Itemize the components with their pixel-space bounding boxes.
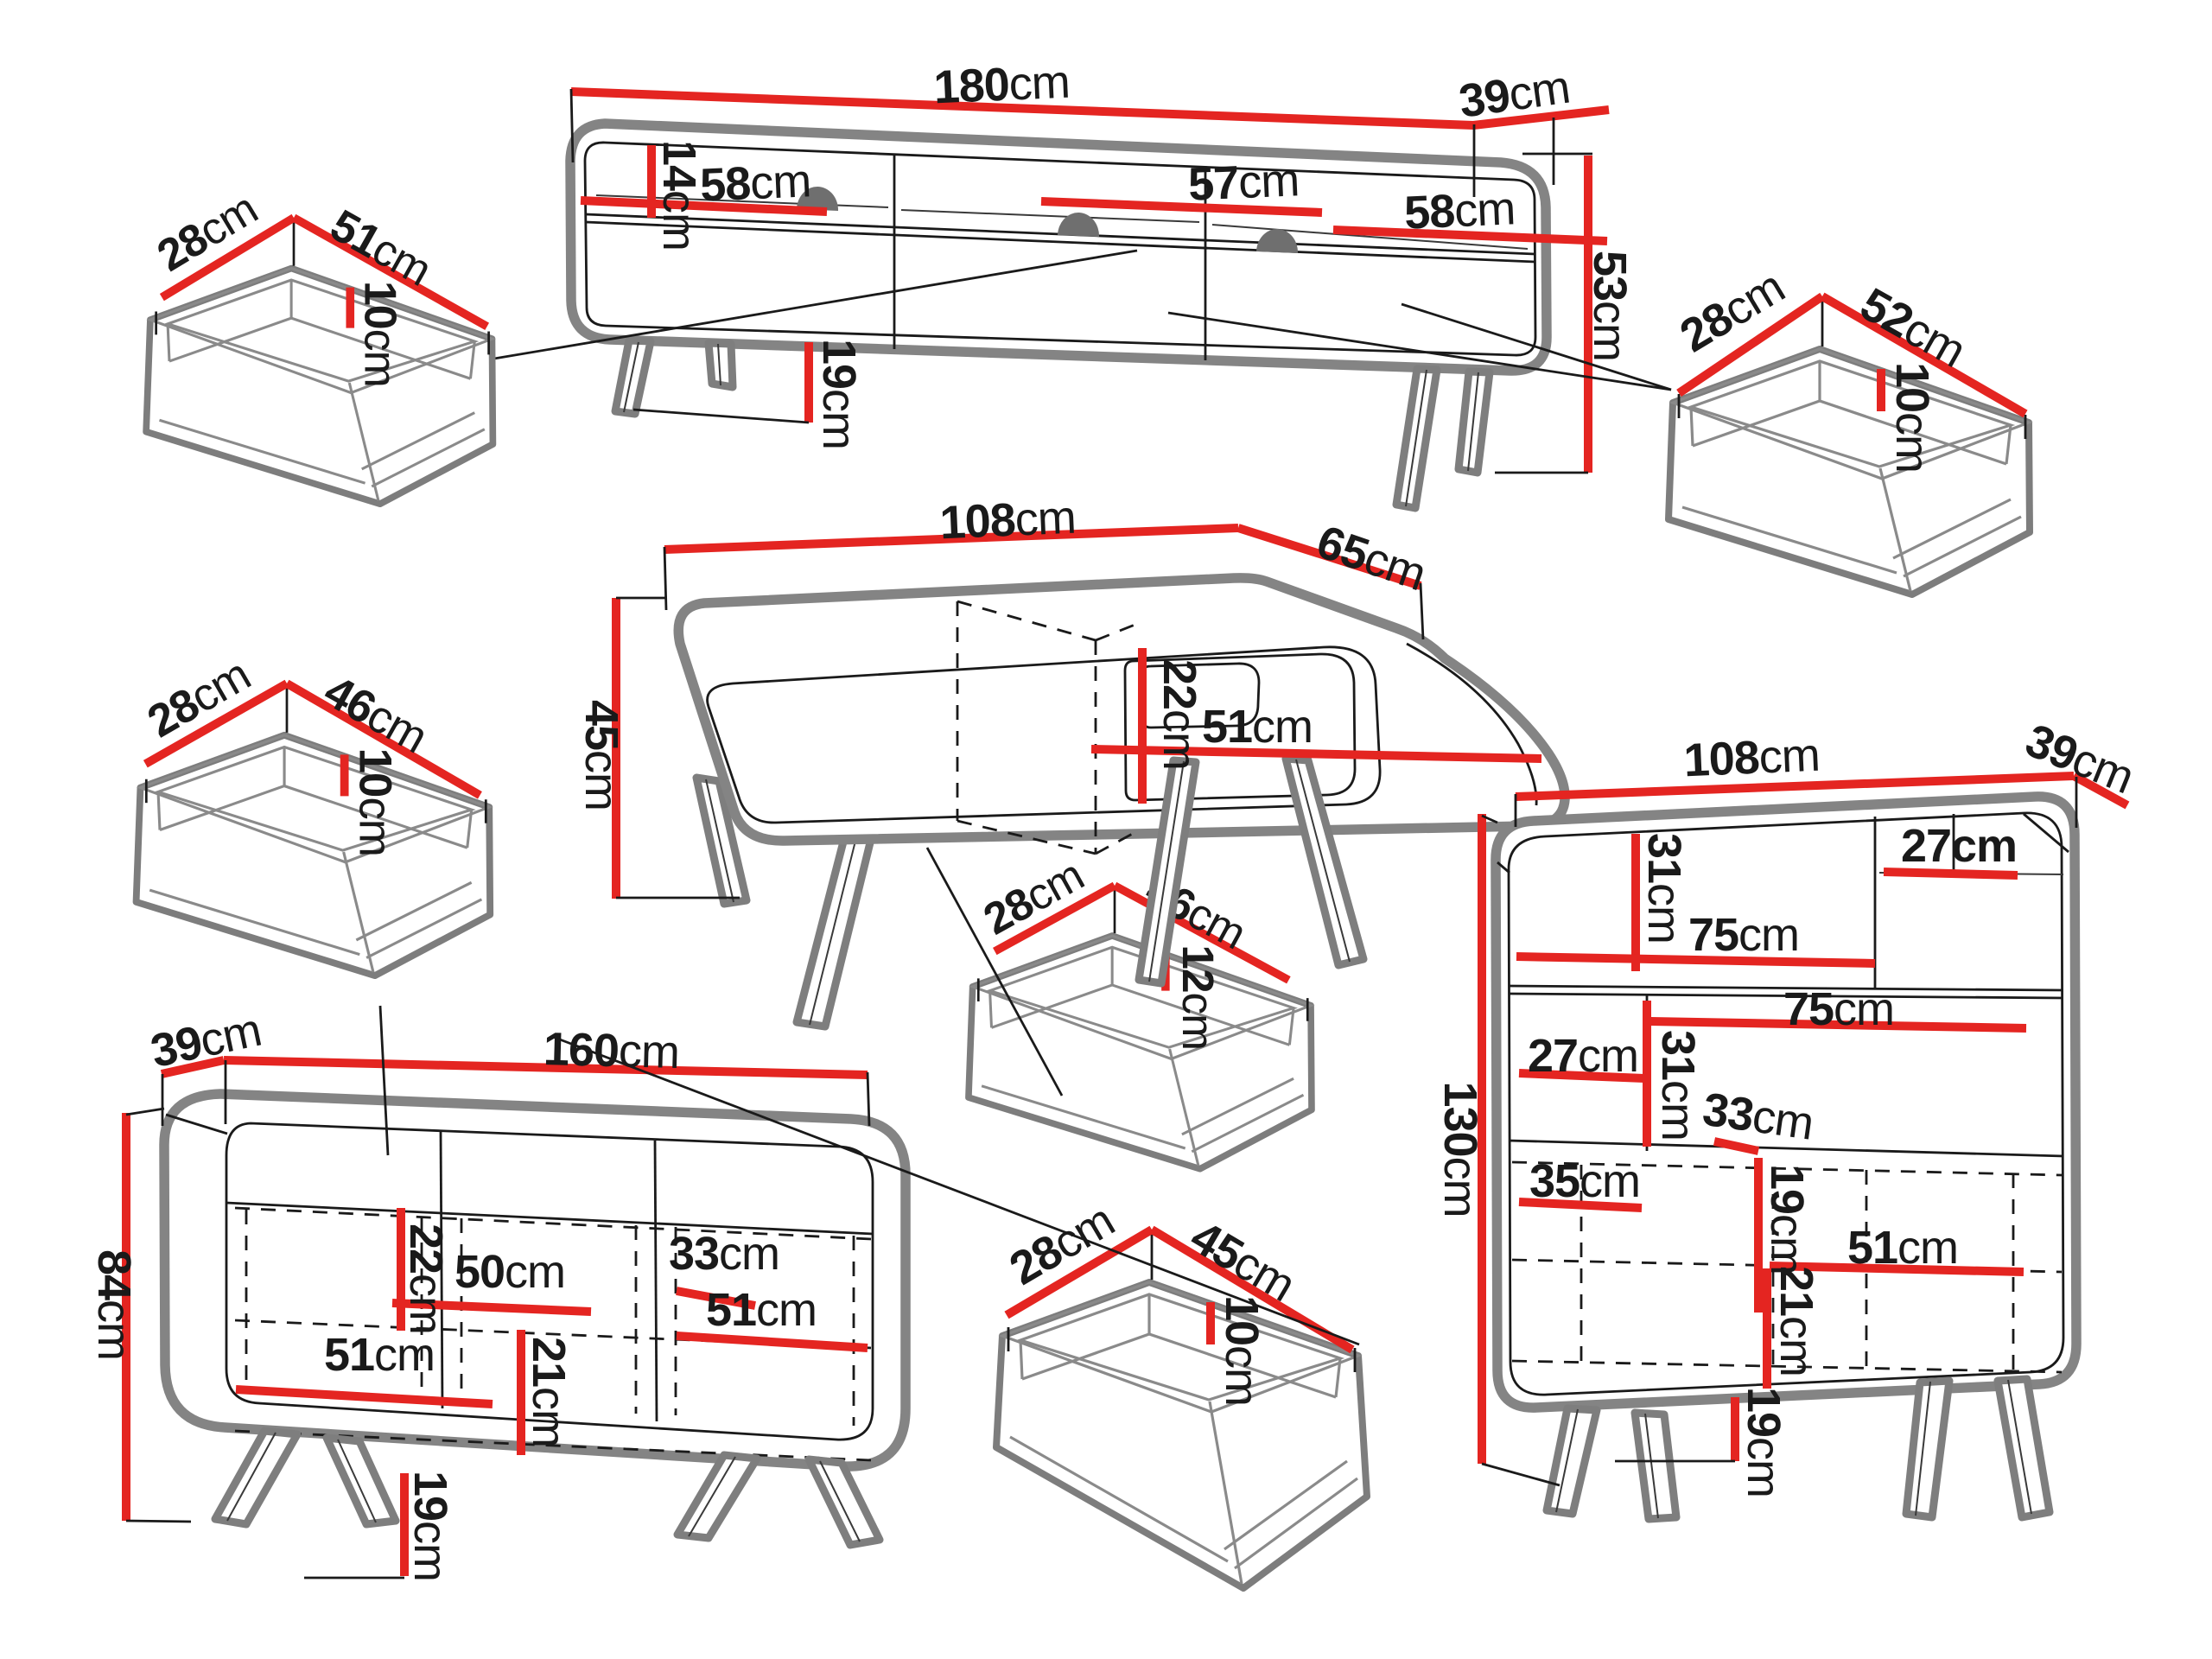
svg-text:35cm: 35cm <box>1529 1155 1640 1207</box>
svg-text:45cm: 45cm <box>575 700 627 810</box>
svg-text:108cm: 108cm <box>938 492 1077 550</box>
svg-text:51cm: 51cm <box>324 1329 435 1381</box>
svg-text:19cm: 19cm <box>1738 1387 1789 1497</box>
svg-text:31cm: 31cm <box>1652 1030 1704 1141</box>
svg-text:33cm: 33cm <box>669 1228 779 1280</box>
svg-text:39cm: 39cm <box>1456 61 1573 128</box>
svg-text:160cm: 160cm <box>543 1023 680 1078</box>
svg-text:75cm: 75cm <box>1688 909 1799 961</box>
svg-text:39cm: 39cm <box>146 1004 265 1077</box>
svg-text:75cm: 75cm <box>1783 983 1894 1035</box>
svg-text:51cm: 51cm <box>1202 701 1313 753</box>
svg-text:10cm: 10cm <box>1886 362 1938 473</box>
svg-text:33cm: 33cm <box>1700 1084 1816 1150</box>
svg-text:108cm: 108cm <box>1682 729 1821 787</box>
svg-text:51cm: 51cm <box>1847 1222 1958 1274</box>
svg-text:22cm: 22cm <box>400 1224 452 1334</box>
svg-text:10cm: 10cm <box>356 281 406 387</box>
svg-text:19cm: 19cm <box>813 339 865 449</box>
svg-text:130cm: 130cm <box>1434 1081 1486 1217</box>
svg-text:27cm: 27cm <box>1901 820 2017 872</box>
svg-text:31cm: 31cm <box>1638 833 1690 944</box>
svg-text:58cm: 58cm <box>1403 182 1516 239</box>
svg-text:19cm: 19cm <box>404 1471 456 1581</box>
svg-text:21cm: 21cm <box>1770 1266 1822 1376</box>
svg-text:19cm: 19cm <box>1761 1164 1813 1274</box>
svg-text:84cm: 84cm <box>88 1249 140 1360</box>
svg-text:12cm: 12cm <box>1173 944 1223 1050</box>
svg-text:53cm: 53cm <box>1584 251 1636 361</box>
svg-text:21cm: 21cm <box>523 1337 575 1447</box>
svg-text:10cm: 10cm <box>1216 1295 1268 1406</box>
svg-text:51cm: 51cm <box>706 1284 817 1336</box>
svg-text:57cm: 57cm <box>1187 154 1300 211</box>
svg-text:10cm: 10cm <box>349 747 400 855</box>
svg-text:50cm: 50cm <box>454 1246 565 1298</box>
svg-text:14cm: 14cm <box>653 140 705 251</box>
svg-text:180cm: 180cm <box>932 56 1071 114</box>
svg-text:58cm: 58cm <box>699 155 812 212</box>
svg-text:27cm: 27cm <box>1528 1030 1638 1082</box>
svg-text:22cm: 22cm <box>1154 659 1205 770</box>
